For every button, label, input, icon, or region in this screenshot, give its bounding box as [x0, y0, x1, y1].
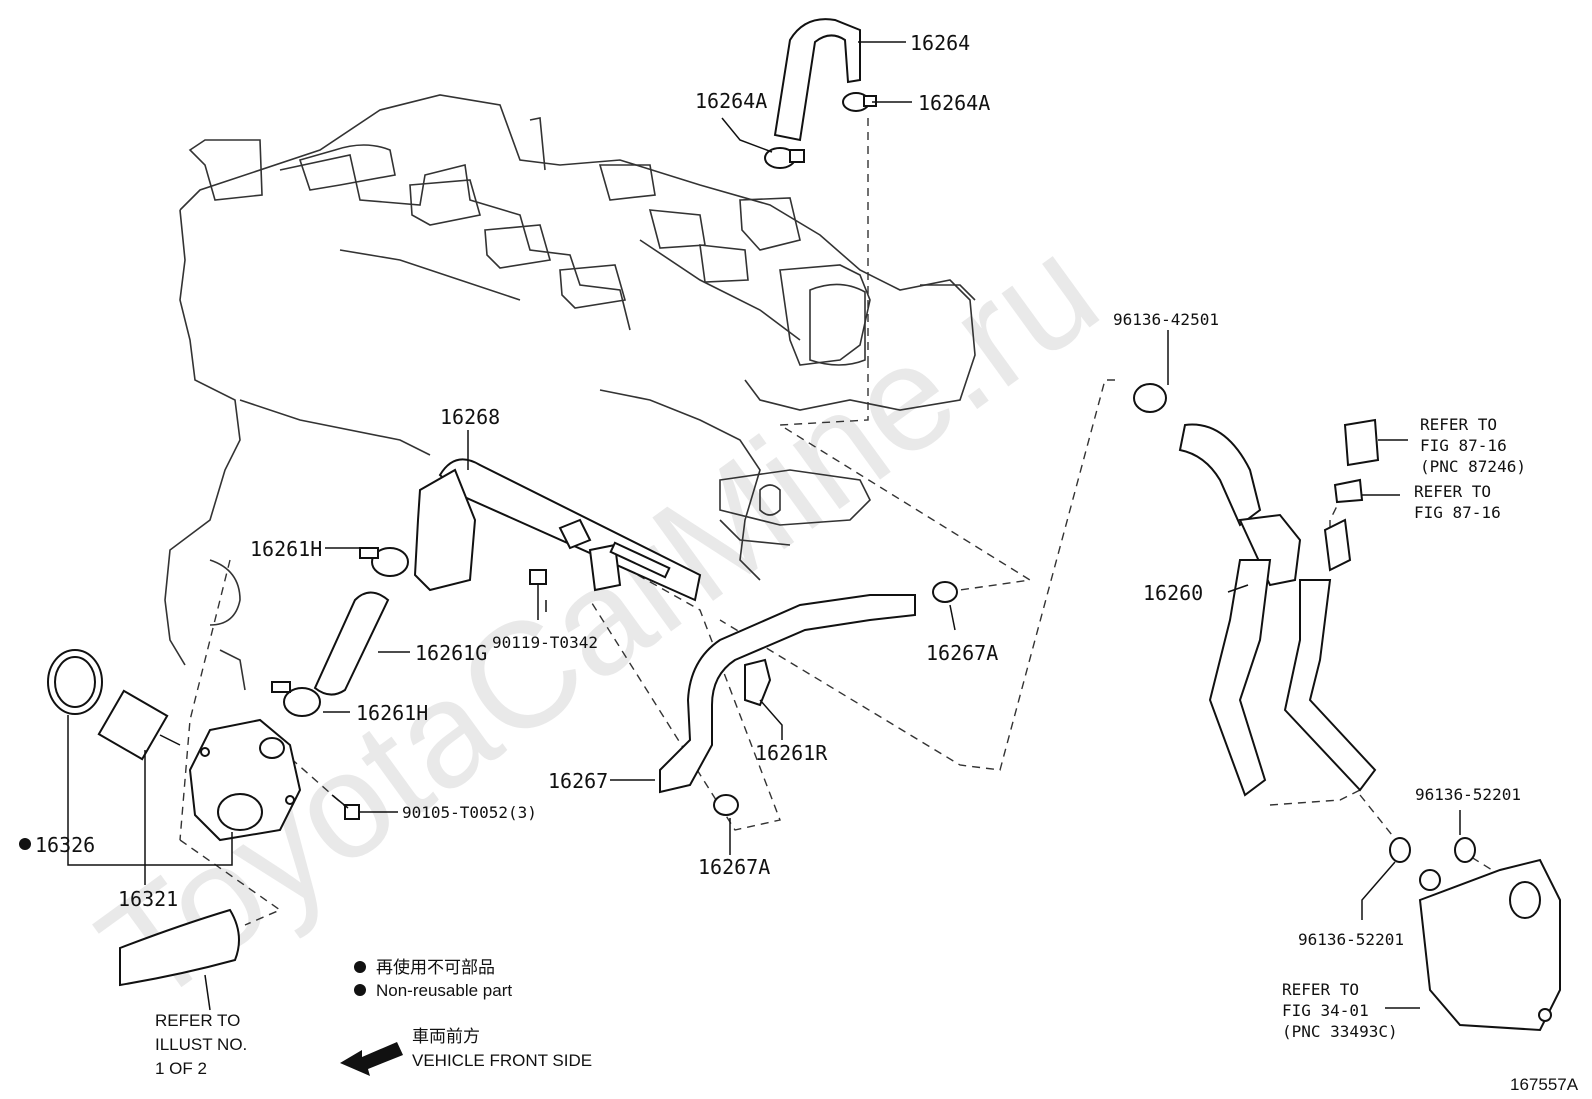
label-16261H-bottom: 16261H: [356, 701, 428, 725]
label-16261R: 16261R: [755, 741, 828, 765]
label-refer-34-01-2: FIG 34-01: [1282, 1001, 1369, 1020]
label-90119-T0342: 90119-T0342: [492, 633, 598, 652]
part-labels: 16264 16264A 16264A 96136-42501 REFER TO…: [19, 31, 1526, 1078]
label-16268: 16268: [440, 405, 500, 429]
label-96136-52201-left: 96136-52201: [1298, 930, 1404, 949]
clip-16261R: [744, 658, 772, 707]
label-refer-34-01-1: REFER TO: [1282, 980, 1359, 999]
hose-assembly-16260: [1133, 383, 1380, 797]
leader-lines: [67, 41, 1461, 1011]
clamp-16264A-right: [842, 92, 877, 112]
label-refer-34-01-3: (PNC 33493C): [1282, 1022, 1398, 1041]
label-90105-T0052: 90105-T0052(3): [402, 803, 537, 822]
label-16326: 16326: [35, 833, 95, 857]
oil-cooler: [1418, 858, 1561, 1032]
clamp-16264A-left: [764, 147, 805, 169]
clamp-16267A-bottom: [713, 794, 739, 816]
engine-outline: [164, 94, 976, 691]
bolt-90119-T0342: [529, 569, 547, 620]
clamp-16261H-bottom: [271, 681, 321, 717]
hose-16261G: [313, 591, 390, 696]
label-16260: 16260: [1143, 581, 1203, 605]
label-16261H-top: 16261H: [250, 537, 322, 561]
legend-front-en: VEHICLE FRONT SIDE: [412, 1051, 592, 1070]
thermostat-housing-16321: [188, 718, 302, 842]
label-refer-87-16-b-1: REFER TO: [1414, 482, 1491, 501]
label-16264A-right: 16264A: [918, 91, 990, 115]
label-16267: 16267: [548, 769, 608, 793]
legend: 再使用不可部品 Non-reusable part 車両前方 VEHICLE F…: [340, 957, 592, 1076]
legend-non-reusable-en: Non-reusable part: [376, 981, 512, 1000]
clamp-96136-52201-left: [1389, 837, 1411, 863]
hose-refer-illust: [119, 908, 240, 987]
clamp-96136-52201-right: [1454, 837, 1476, 863]
label-refer-illust-3: 1 OF 2: [155, 1059, 207, 1078]
front-arrow-icon: [340, 1042, 403, 1076]
label-refer-87-16-b-2: FIG 87-16: [1414, 503, 1501, 522]
legend-non-reusable-jp: 再使用不可部品: [376, 957, 495, 977]
clamp-16267A-right: [932, 581, 958, 603]
label-16321: 16321: [118, 887, 178, 911]
gasket-16326: [47, 649, 103, 715]
label-refer-87-16-a-3: (PNC 87246): [1420, 457, 1526, 476]
label-96136-52201-right: 96136-52201: [1415, 785, 1521, 804]
legend-bullet-icon: [354, 961, 366, 973]
label-refer-illust-2: ILLUST NO.: [155, 1035, 247, 1054]
label-refer-87-16-a-2: FIG 87-16: [1420, 436, 1507, 455]
hose-16264: [773, 18, 861, 142]
label-16264: 16264: [910, 31, 970, 55]
label-refer-87-16-a-1: REFER TO: [1420, 415, 1497, 434]
label-16267A-bottom: 16267A: [698, 855, 770, 879]
label-16264A-left: 16264A: [695, 89, 767, 113]
pipe-16268: [413, 458, 702, 602]
label-16267A-right: 16267A: [926, 641, 998, 665]
label-refer-illust-1: REFER TO: [155, 1011, 240, 1030]
thermostat: [97, 689, 181, 761]
legend-front-jp: 車両前方: [412, 1027, 480, 1046]
non-reusable-marker-icon: [19, 838, 31, 850]
clamp-16261H-top: [359, 547, 409, 577]
hose-16267: [659, 594, 916, 794]
figure-number: 167557A: [1510, 1075, 1579, 1094]
label-96136-42501: 96136-42501: [1113, 310, 1219, 329]
label-16261G: 16261G: [415, 641, 487, 665]
legend-bullet-icon: [354, 984, 366, 996]
